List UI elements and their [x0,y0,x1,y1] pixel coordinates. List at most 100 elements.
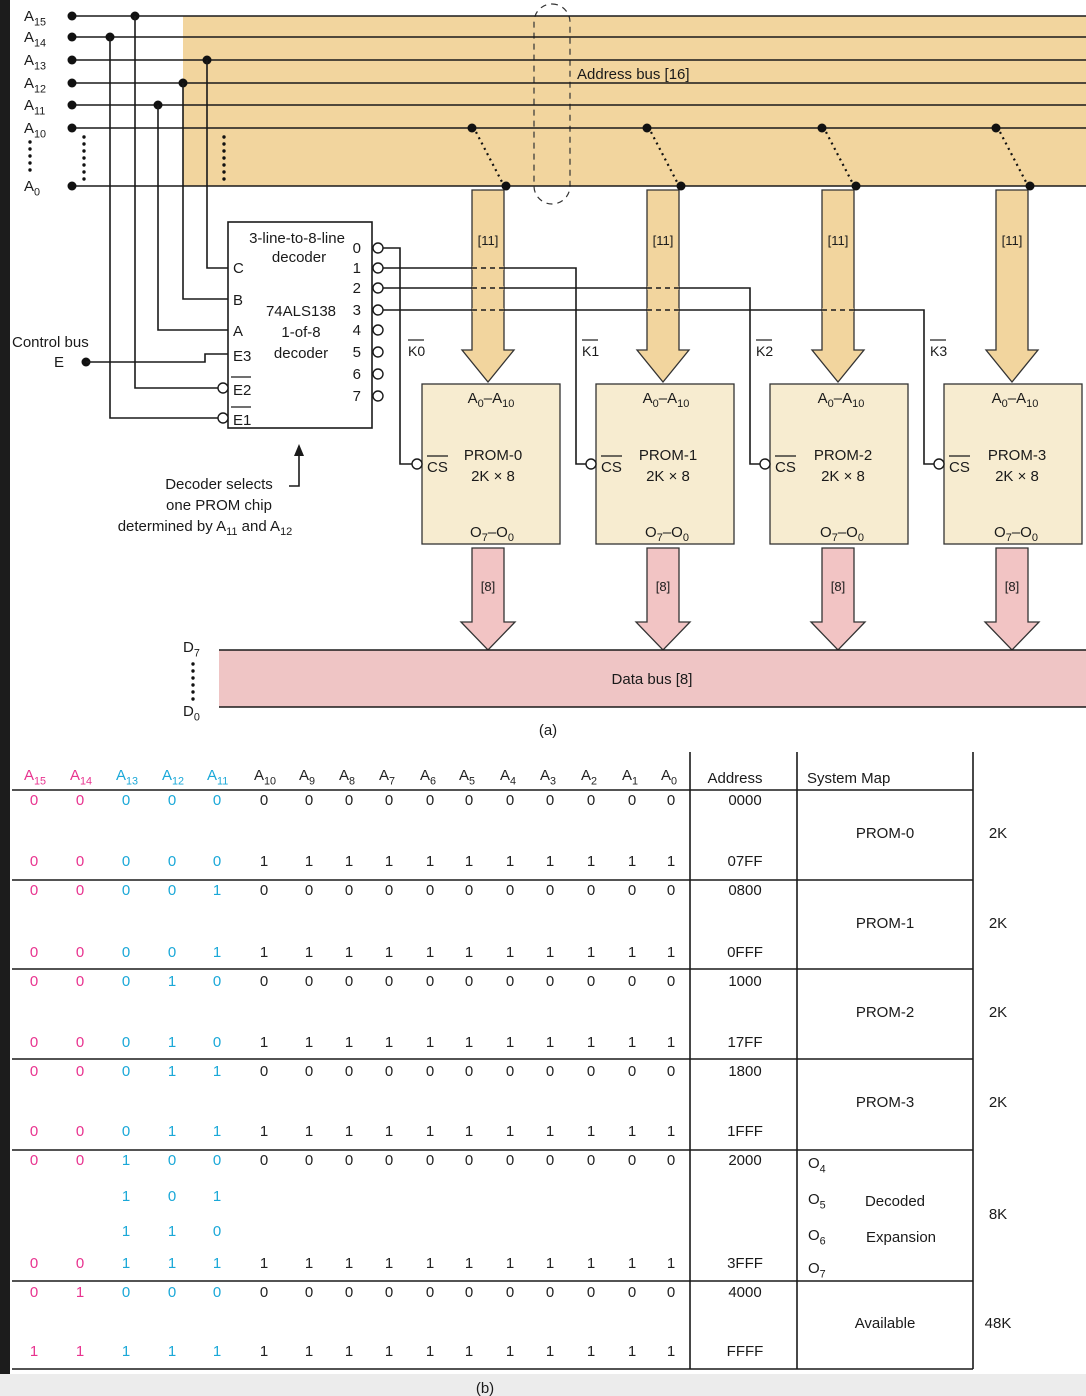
bit-cell: 0 [385,1284,393,1301]
bit-cell: 1 [168,973,176,990]
address-cell: 1000 [728,973,761,990]
bit-cell: 0 [76,1034,84,1051]
bit-cell: 0 [260,882,268,899]
decoder-output-label-7: 7 [353,388,361,405]
bit-cell: 0 [30,1123,38,1140]
address-line-terminal [67,123,77,133]
bit-cell: 1 [385,1343,393,1360]
bit-cell: 0 [465,1063,473,1080]
bit-cell: 0 [385,792,393,809]
address-line-terminal [67,55,77,65]
bit-cell: 0 [345,882,353,899]
address-line-ellipsis [82,163,86,167]
bit-cell: 0 [122,944,130,961]
prom-cs-bubble [759,458,771,470]
bit-cell: 0 [76,944,84,961]
bit-cell: 0 [465,1284,473,1301]
bit-cell: 0 [122,973,130,990]
prom-cs-label: CS [601,459,622,476]
address-bit-header-8: A8 [339,767,355,788]
bit-cell: 1 [345,1123,353,1140]
data-branch-width-label: [8] [1005,579,1019,594]
address-cell: 0000 [728,792,761,809]
part-b-caption: (b) [476,1380,494,1396]
prom-size-3: 2K × 8 [995,468,1039,485]
bit-cell: 0 [628,1284,636,1301]
bit-cell: 0 [546,792,554,809]
bit-cell: 0 [628,973,636,990]
bit-cell: 1 [546,1255,554,1272]
bit-cell: 0 [260,792,268,809]
bit-cell: 1 [546,853,554,870]
address-line-label-A14: A14 [24,29,46,50]
address-line-ellipsis [222,149,226,153]
expansion-label: Expansion [866,1229,936,1246]
bit-cell: 1 [426,1343,434,1360]
decoder-input-label-C: C [233,260,244,277]
bit-cell: 1 [587,853,595,870]
data-branch-width-label: [8] [831,579,845,594]
e2-inversion-bubble [217,382,229,394]
address-branch-width-label: [11] [1002,233,1023,248]
system-map-block-size: 2K [989,915,1007,932]
address-bit-header-5: A5 [459,767,475,788]
address-line-ellipsis [82,156,86,160]
bit-cell: 0 [546,882,554,899]
decoder-note-arrowhead [294,444,304,456]
decoder-input-wire [157,105,228,331]
data-line-label-D0: D0 [183,703,200,724]
prom-output-pins-label: O7–O0 [645,524,689,544]
bit-cell: 1 [168,1063,176,1080]
bit-cell: 1 [213,882,221,899]
bit-cell: 0 [213,1223,221,1240]
data-bus-label: Data bus [8] [612,671,693,688]
bit-cell: 1 [305,853,313,870]
decoder-title: 3-line-to-8-line [249,230,345,247]
address-line-terminal [67,100,77,110]
bit-cell: 0 [506,973,514,990]
address-line-label-A15: A15 [24,8,46,29]
address-branch-arrow [635,189,691,384]
address-line-ellipsis [28,154,32,158]
bit-cell: 0 [385,882,393,899]
decoder-output-bubble [372,324,384,336]
chip-select-label-K3: K3 [930,343,947,359]
bit-cell: 1 [305,944,313,961]
address-line-ellipsis [82,170,86,174]
bit-cell: 1 [506,1343,514,1360]
prom-cs-label: CS [427,459,448,476]
bit-cell: 1 [168,1343,176,1360]
bit-cell: 1 [122,1255,130,1272]
bit-cell: 1 [465,1343,473,1360]
bit-cell: 1 [385,944,393,961]
bit-cell: 0 [30,1063,38,1080]
bit-cell: 0 [667,1284,675,1301]
bit-cell: 0 [587,1152,595,1169]
bit-cell: 0 [587,792,595,809]
branch-tap-dot [817,123,827,133]
bit-cell: 0 [667,792,675,809]
bit-cell: 1 [345,1034,353,1051]
prom-cs-bubble [585,458,597,470]
address-bit-header-7: A7 [379,767,395,788]
decoder-note: determined by A11 and A12 [118,518,293,538]
bit-cell: 0 [426,792,434,809]
bit-cell: 0 [122,1034,130,1051]
bit-cell: 0 [506,1063,514,1080]
bit-cell: 0 [305,792,313,809]
bit-cell: 0 [667,1152,675,1169]
address-bit-header-4: A4 [500,767,516,788]
decoder-input-wire [109,37,223,419]
decoder-output-bubble [372,368,384,380]
bit-cell: 1 [305,1343,313,1360]
address-bit-header-12: A12 [162,767,184,788]
bit-cell: 0 [465,973,473,990]
bit-cell: 0 [30,1034,38,1051]
bit-cell: 0 [305,973,313,990]
decoder-output-label-5: 5 [353,344,361,361]
bit-cell: 1 [385,853,393,870]
data-line-ellipsis [191,676,195,680]
decoder-output-label-6: 6 [353,366,361,383]
bit-cell: 1 [305,1123,313,1140]
bit-cell: 1 [122,1152,130,1169]
